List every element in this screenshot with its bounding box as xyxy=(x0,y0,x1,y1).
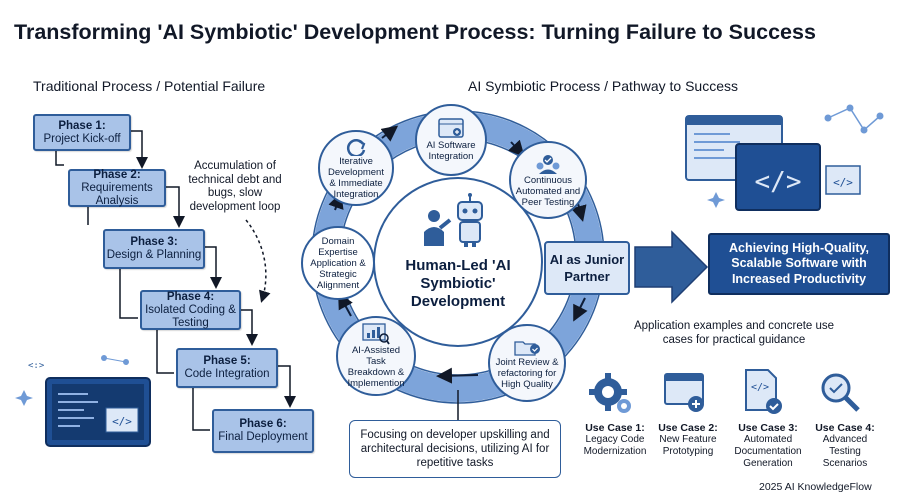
robot-human-icon xyxy=(424,193,483,247)
svg-text:</>: </> xyxy=(755,167,802,197)
use-case-2-text: New Feature Prototyping xyxy=(659,434,717,457)
node-4-label: AI-Assisted Task Breakdown & Implementio… xyxy=(347,345,405,389)
node-domain-expertise: Domain Expertise Application & Strategic… xyxy=(301,226,375,300)
use-case-4: Use Case 4: Advanced Testing Scenarios xyxy=(808,422,882,470)
phase-1-text: Project Kick-off xyxy=(43,132,121,145)
phase-6-box: Phase 6: Final Deployment xyxy=(212,409,314,453)
browser-plus-icon xyxy=(438,118,464,138)
node-joint-review: Joint Review & refactoring for High Qual… xyxy=(488,324,566,402)
phase-6-label: Phase 6: xyxy=(239,418,287,430)
footer-credit: 2025 AI KnowledgeFlow xyxy=(759,481,872,493)
node-ai-software-integration: AI Software Integration xyxy=(415,104,487,176)
node-3-label: Joint Review & refactoring for High Qual… xyxy=(495,356,559,390)
right-section-heading: AI Symbiotic Process / Pathway to Succes… xyxy=(468,78,738,94)
laptop-code-icon: </> <:> xyxy=(15,355,151,447)
folder-check-icon xyxy=(514,340,540,356)
phase-4-label: Phase 4: xyxy=(166,290,215,303)
use-case-3: Use Case 3: Automated Documentation Gene… xyxy=(726,422,810,470)
gear-icon xyxy=(589,373,631,413)
chart-magnifier-icon xyxy=(362,323,390,345)
node-6-label: Iterative Development & Immediate Integr… xyxy=(328,156,384,200)
use-case-2-label: Use Case 2: xyxy=(658,422,718,434)
refresh-icon xyxy=(346,139,366,156)
phase-5-text: Code Integration xyxy=(184,368,270,380)
svg-text:</>: </> xyxy=(751,382,769,393)
phase-4-box: Phase 4: Isolated Coding & Testing xyxy=(140,290,241,330)
code-windows-icon: </> </> xyxy=(685,104,884,211)
application-note: Application examples and concrete use ca… xyxy=(633,320,835,346)
use-case-3-label: Use Case 3: xyxy=(738,422,798,434)
node-ai-assisted-task: AI-Assisted Task Breakdown & Implementio… xyxy=(336,316,416,396)
phase-1-label: Phase 1: xyxy=(58,119,106,132)
svg-text:</>: </> xyxy=(112,415,132,428)
left-section-heading: Traditional Process / Potential Failure xyxy=(33,78,266,94)
phase-3-text: Design & Planning xyxy=(106,249,202,261)
phase-2-label: Phase 2: xyxy=(93,168,141,181)
team-check-icon xyxy=(536,154,560,174)
page-title: Transforming 'AI Symbiotic' Development … xyxy=(14,20,816,44)
phase-3-label: Phase 3: xyxy=(130,236,178,248)
node-5-label: Domain Expertise Application & Strategic… xyxy=(310,235,366,291)
use-case-1: Use Case 1: Legacy Code Modernization xyxy=(576,422,654,458)
junior-partner-box: AI as Junior Partner xyxy=(544,241,630,295)
technical-debt-note: Accumulation of technical debt and bugs,… xyxy=(188,160,282,213)
svg-text:</>: </> xyxy=(833,176,853,189)
phase-2-text: Requirements Analysis xyxy=(81,181,153,207)
phase-4-text: Isolated Coding & Testing xyxy=(145,303,236,329)
phase-6-text: Final Deployment xyxy=(218,431,308,443)
browser-plus-icon xyxy=(664,373,704,412)
use-case-4-text: Advanced Testing Scenarios xyxy=(822,434,868,469)
magnifier-icon xyxy=(821,373,860,412)
phase-1-box: Phase 1: Project Kick-off xyxy=(33,114,131,151)
phase-5-label: Phase 5: xyxy=(203,355,251,367)
use-case-1-label: Use Case 1: xyxy=(585,422,645,434)
phase-2-box: Phase 2: Requirements Analysis xyxy=(68,169,166,207)
focus-note-box: Focusing on developer upskilling and arc… xyxy=(349,420,561,478)
document-check-icon: </> xyxy=(745,369,782,414)
center-label: Human-Led 'AI Symbiotic' Development xyxy=(405,257,511,310)
use-case-2: Use Case 2: New Feature Prototyping xyxy=(652,422,724,458)
node-1-label: AI Software Integration xyxy=(426,140,476,162)
use-case-4-label: Use Case 4: xyxy=(815,422,875,434)
use-case-3-text: Automated Documentation Generation xyxy=(734,434,802,469)
svg-text:<:>: <:> xyxy=(28,361,45,371)
phase-5-box: Phase 5: Code Integration xyxy=(176,348,278,388)
node-iterative-development: Iterative Development & Immediate Integr… xyxy=(318,130,394,206)
phase-3-box: Phase 3: Design & Planning xyxy=(103,229,205,269)
use-case-1-text: Legacy Code Modernization xyxy=(583,434,647,457)
node-2-label: Continuous Automated and Peer Testing xyxy=(515,174,581,208)
node-continuous-testing: Continuous Automated and Peer Testing xyxy=(509,141,587,219)
success-box: Achieving High-Quality, Scalable Softwar… xyxy=(708,233,890,295)
